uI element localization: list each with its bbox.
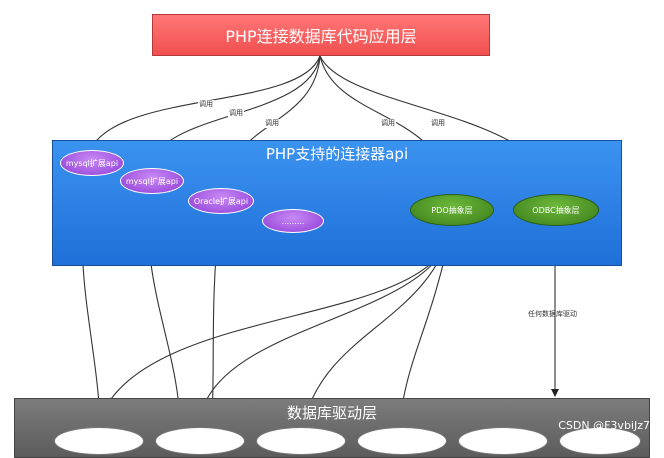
driver-layer-title: 数据库驱动层 xyxy=(286,404,377,422)
edge-label-call-1: 调用 xyxy=(198,100,214,109)
node-oracle-api-label: Oracle扩展api xyxy=(193,196,249,206)
watermark: CSDN @F3vbiJz7 xyxy=(558,419,650,432)
node-mysql-api-1: mysql扩展api xyxy=(60,150,124,176)
edge-label-call-4: 调用 xyxy=(380,119,396,128)
app-layer-box: PHP连接数据库代码应用层 xyxy=(152,14,490,56)
db-driver-1 xyxy=(54,427,144,455)
db-driver-2 xyxy=(155,427,245,455)
connector-api-title: PHP支持的连接器api xyxy=(265,145,409,163)
node-mysql-api-1-label: mysql扩展api xyxy=(65,158,119,168)
node-odbc: ODBC抽象层 xyxy=(513,194,599,226)
db-driver-5 xyxy=(458,427,548,455)
edge-label-call-2: 调用 xyxy=(228,109,244,118)
node-pdo: PDO抽象层 xyxy=(410,194,494,226)
node-mysql-api-2-label: mysql扩展api xyxy=(125,176,179,186)
db-driver-3 xyxy=(256,427,346,455)
edge-label-call-5: 调用 xyxy=(430,119,446,128)
app-layer-title: PHP连接数据库代码应用层 xyxy=(225,27,417,46)
edge-label-odbc-driver: 任何数据库驱动 xyxy=(528,310,577,318)
node-pdo-label: PDO抽象层 xyxy=(431,205,473,215)
node-mysql-api-2: mysql扩展api xyxy=(120,168,184,194)
db-driver-4 xyxy=(357,427,447,455)
node-ellipsis: ......... xyxy=(262,209,324,233)
node-odbc-label: ODBC抽象层 xyxy=(532,205,580,215)
node-oracle-api: Oracle扩展api xyxy=(188,188,254,214)
edge-label-call-3: 调用 xyxy=(264,119,280,128)
node-ellipsis-label: ......... xyxy=(281,216,305,226)
